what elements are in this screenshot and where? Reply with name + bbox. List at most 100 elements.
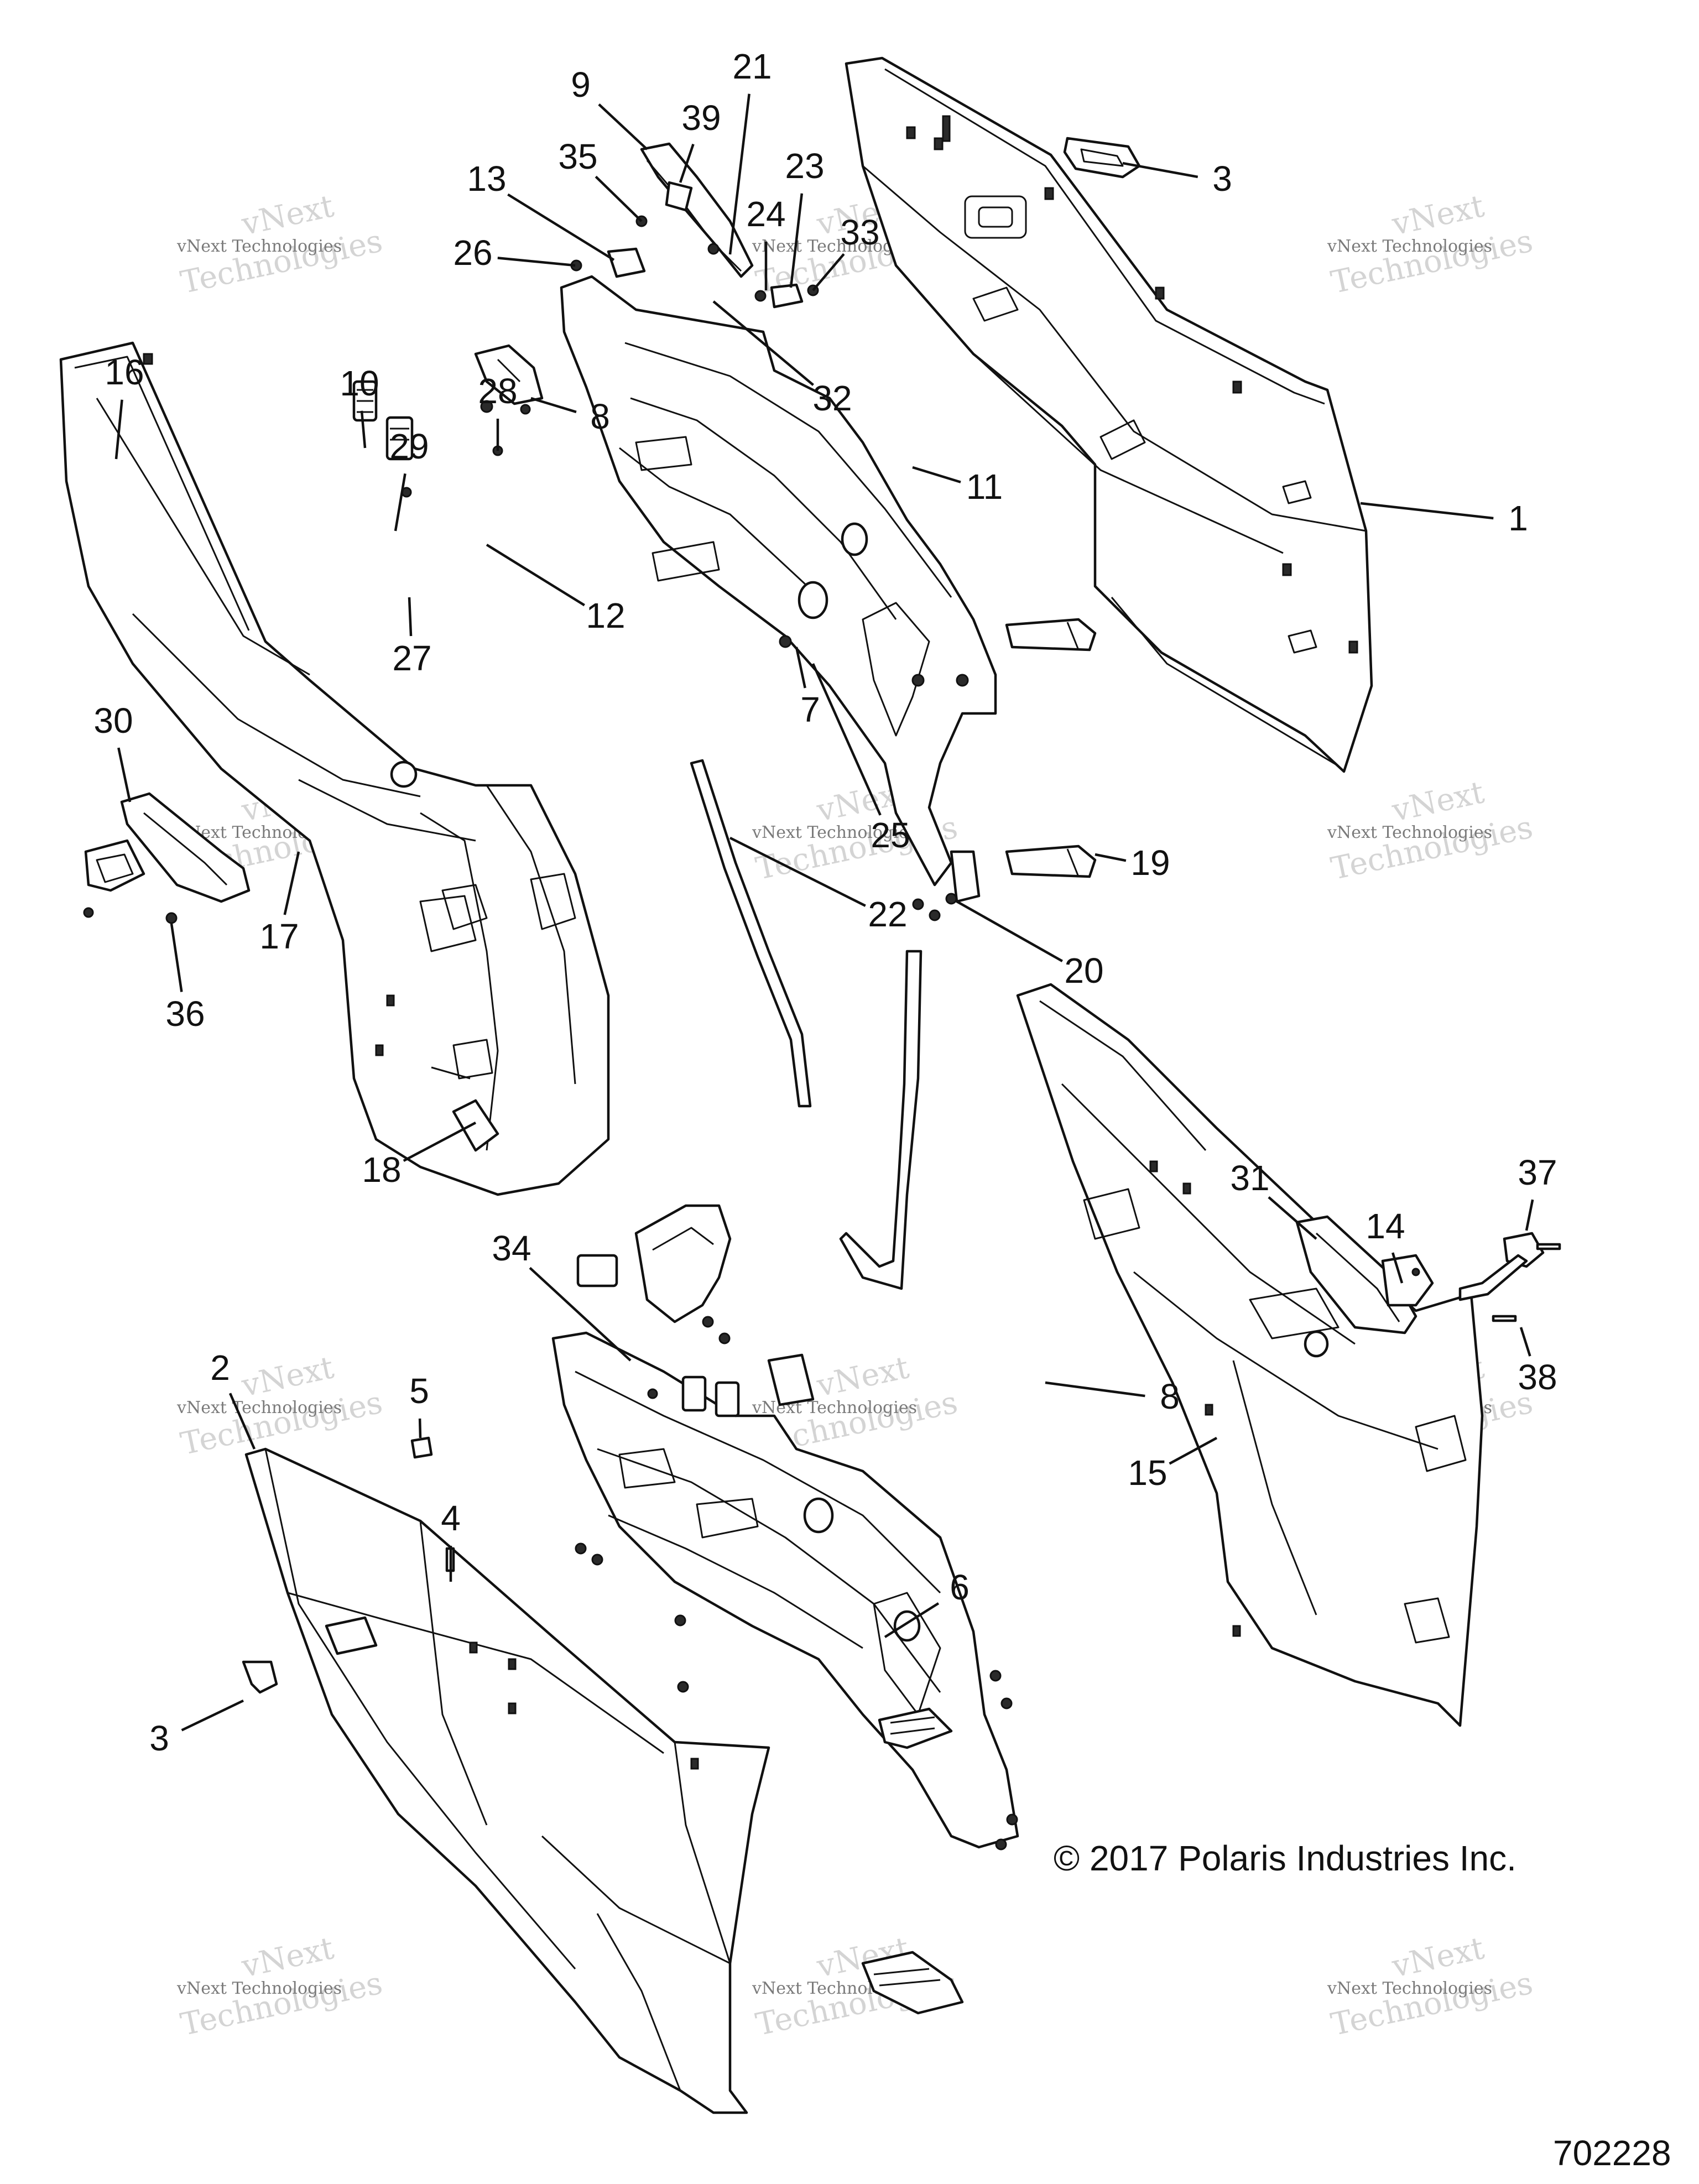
callout-label-10: 10 <box>340 363 379 403</box>
door-panel-inner-lower-right <box>1016 983 1484 1727</box>
callout-label-20: 20 <box>1064 951 1103 991</box>
callout-label-25: 25 <box>871 815 910 855</box>
leader-line-14 <box>1391 1252 1404 1284</box>
leader-line-2 <box>228 1393 256 1450</box>
leader-line-11 <box>912 466 961 483</box>
seal-strip-upper <box>690 759 812 1108</box>
door-handle-upper <box>1063 137 1141 179</box>
hinge-upper <box>1005 618 1097 651</box>
leader-line-35 <box>595 175 643 222</box>
leader-line-33 <box>812 253 845 291</box>
leader-line-34 <box>529 1266 632 1362</box>
callout-label-17: 17 <box>259 916 299 956</box>
watermark-text-small: vNext Technologies <box>176 237 342 256</box>
door-panel-outer-lower-left <box>244 1447 770 2114</box>
leader-line-23 <box>789 193 804 288</box>
door-panel-inner-upper-left <box>59 341 610 1196</box>
leader-line-25 <box>811 663 882 816</box>
callout-label-19: 19 <box>1130 843 1170 883</box>
callout-label-7: 7 <box>800 690 820 729</box>
callout-label-26: 26 <box>453 233 492 273</box>
callout-label-22: 22 <box>868 894 907 934</box>
leader-line-3 <box>181 1699 244 1732</box>
leader-line-17 <box>283 851 300 915</box>
leader-line-20 <box>956 900 1063 962</box>
leader-line-19 <box>1095 853 1127 862</box>
callout-label-2: 2 <box>210 1348 230 1388</box>
watermark-text-small: vNext Technologies <box>1327 823 1492 842</box>
callout-label-39: 39 <box>681 98 721 138</box>
callout-label-24: 24 <box>746 194 785 234</box>
hinge-plate-lower-1 <box>878 1707 953 1749</box>
leader-line-6 <box>884 1602 940 1638</box>
hinge-lower <box>1005 845 1097 878</box>
lock-mechanism-29 <box>385 416 414 498</box>
leader-line-39 <box>679 143 695 183</box>
callout-label-6: 6 <box>950 1567 970 1607</box>
leader-line-37 <box>1525 1199 1534 1231</box>
callout-label-23: 23 <box>785 146 824 186</box>
callout-label-27: 27 <box>392 638 431 678</box>
door-handle-lower <box>242 1660 278 1694</box>
callout-label-29: 29 <box>389 426 429 466</box>
callout-label-15: 15 <box>1128 1453 1167 1493</box>
callout-label-9: 9 <box>571 65 591 105</box>
callout-label-3: 3 <box>149 1718 169 1758</box>
callout-labels: 1233456788910111213141516171819202122232… <box>93 46 1557 1758</box>
leader-line-30 <box>117 747 132 802</box>
callout-label-13: 13 <box>467 159 506 199</box>
lock-mechanism-10 <box>352 380 378 422</box>
callout-label-16: 16 <box>105 352 144 392</box>
callout-label-37: 37 <box>1518 1153 1557 1192</box>
callout-label-30: 30 <box>93 701 133 741</box>
callout-label-3: 3 <box>1212 159 1232 199</box>
leader-line-31 <box>1268 1196 1317 1240</box>
watermark-text-small: vNext Technologies <box>1327 1979 1492 1998</box>
leader-line-1 <box>1360 502 1494 520</box>
leader-line-15 <box>1169 1437 1218 1465</box>
callout-label-32: 32 <box>812 378 852 418</box>
leader-line-12 <box>486 544 585 607</box>
leader-line-21 <box>728 93 751 255</box>
watermark-text-small: vNext Technologies <box>176 1398 342 1417</box>
leader-line-36 <box>170 923 183 992</box>
callout-label-8: 8 <box>1160 1377 1180 1416</box>
callout-label-11: 11 <box>966 467 1003 507</box>
latch-assembly-upper <box>570 142 819 309</box>
copyright-notice: © 2017 Polaris Industries Inc. <box>1054 1838 1516 1878</box>
drawing-number: 702228 <box>1553 2133 1671 2173</box>
leader-line-29 <box>394 473 406 531</box>
door-panel-outer-upper-right <box>845 56 1373 773</box>
leader-line-7 <box>795 647 806 689</box>
callout-label-38: 38 <box>1518 1357 1557 1397</box>
door-frame-upper <box>560 275 997 887</box>
callout-label-34: 34 <box>492 1228 531 1268</box>
inner-handle-right <box>1295 1215 1417 1335</box>
callout-label-36: 36 <box>165 994 205 1034</box>
leader-line-13 <box>507 193 615 261</box>
callout-label-31: 31 <box>1230 1158 1269 1198</box>
callout-label-4: 4 <box>441 1498 461 1538</box>
leader-line-8 <box>1045 1381 1145 1398</box>
bracket-lower <box>912 850 981 921</box>
striker-bracket-14 <box>1381 1254 1434 1307</box>
watermark-text-small: vNext Technologies <box>752 823 917 842</box>
leader-line-26 <box>497 257 576 267</box>
callout-label-14: 14 <box>1366 1206 1405 1246</box>
callout-label-21: 21 <box>732 46 772 86</box>
leader-line-10 <box>360 410 367 449</box>
callout-label-5: 5 <box>409 1371 429 1411</box>
leader-line-8 <box>530 397 577 414</box>
callout-label-12: 12 <box>586 596 625 635</box>
leader-line-18 <box>403 1122 477 1162</box>
leader-line-38 <box>1519 1327 1531 1357</box>
inner-handle-left <box>83 792 251 924</box>
leader-lines <box>114 93 1534 1732</box>
leader-line-9 <box>598 103 648 150</box>
leader-line-27 <box>408 597 413 637</box>
seal-strip-lower <box>839 950 923 1290</box>
callout-label-18: 18 <box>362 1150 401 1190</box>
striker-bracket-upper <box>474 344 544 456</box>
stop-bracket-37 <box>1458 1232 1561 1322</box>
